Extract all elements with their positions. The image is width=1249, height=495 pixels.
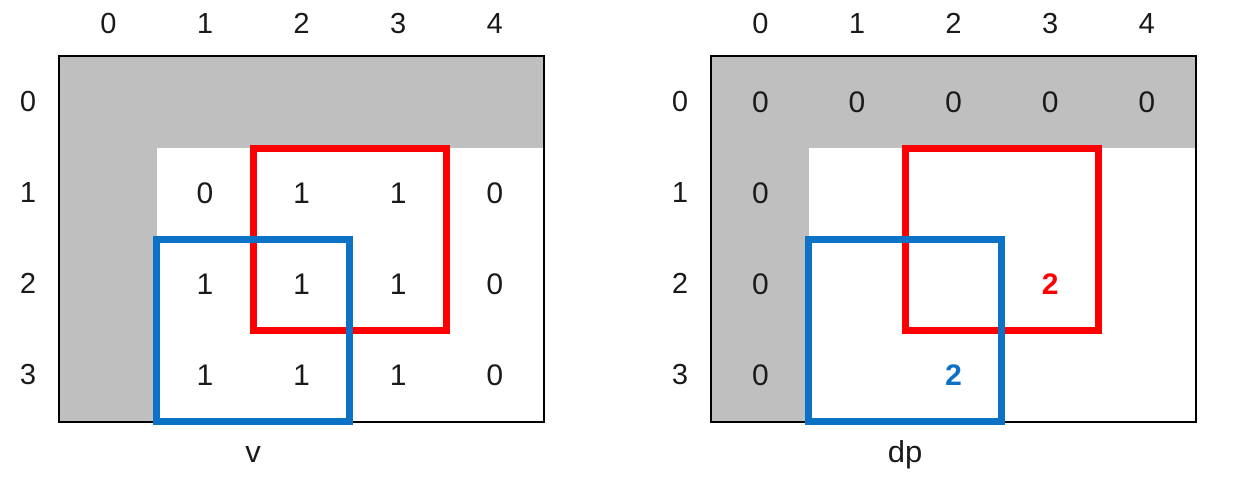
grid-cell [253,57,352,150]
grid-cell: 1 [253,239,352,332]
grid-cell [1098,148,1195,241]
grid-cell [60,148,159,241]
grid-cell [156,57,256,150]
grid-cell [905,239,1004,332]
grid-cell: 0 [1098,57,1195,150]
grid-cell: 0 [905,57,1004,150]
row-header-1: 1 [19,177,37,209]
grid-cell [808,148,908,241]
row-header-3: 3 [19,359,37,391]
grid-cell [808,239,908,332]
grid-cell [349,57,449,150]
grid-cell: 0 [712,148,811,241]
row-header-3: 3 [671,359,689,391]
grid-cell: 1 [253,330,352,421]
grid-cell: 1 [349,239,449,332]
grid-cell: 0 [712,57,811,150]
grid-cell [60,57,159,150]
grid-cell: 1 [349,148,449,241]
col-header-1: 1 [196,7,213,40]
grid-cell: 1 [156,330,256,421]
col-header-1: 1 [848,7,865,40]
grid-cell [60,330,159,421]
grid-cell [1001,330,1101,421]
col-header-3: 3 [1042,7,1059,40]
blue-square-overlay [805,235,1006,425]
row-header-2: 2 [19,268,37,300]
col-header-2: 2 [945,7,962,40]
blue-square-overlay [153,235,354,425]
grid-cell [1001,148,1101,241]
grid-cell: 0 [712,330,811,421]
grid-cell [1098,239,1195,332]
grid-cell [60,239,159,332]
col-header-4: 4 [486,7,503,40]
col-header-0: 0 [100,7,117,40]
grid-cell: 0 [712,239,811,332]
grid-cell: 1 [156,239,256,332]
grid-cell: 1 [349,330,449,421]
grid-cell: 1 [253,148,352,241]
red-square-overlay [249,144,450,334]
grid-cell: 0 [1001,57,1101,150]
row-header-2: 2 [671,268,689,300]
row-header-0: 0 [671,86,689,118]
grid-cell: 0 [808,57,908,150]
row-header-0: 0 [19,86,37,118]
grid-cell [905,148,1004,241]
col-header-0: 0 [752,7,769,40]
grid-cell: 0 [446,330,543,421]
dp-grid-caption: dp [887,434,923,469]
grid-cell [1098,330,1195,421]
red-square-overlay [901,144,1102,334]
grid-cell: 0 [446,239,543,332]
grid-cell: 0 [446,148,543,241]
grid-cell: 2 [905,330,1004,421]
grid-cell [446,57,543,150]
grid-cell: 0 [156,148,256,241]
col-header-4: 4 [1138,7,1155,40]
grid-cell [808,330,908,421]
row-header-1: 1 [671,177,689,209]
col-header-2: 2 [293,7,310,40]
col-header-3: 3 [390,7,407,40]
v-grid-caption: v [245,434,261,469]
grid-cell: 2 [1001,239,1101,332]
